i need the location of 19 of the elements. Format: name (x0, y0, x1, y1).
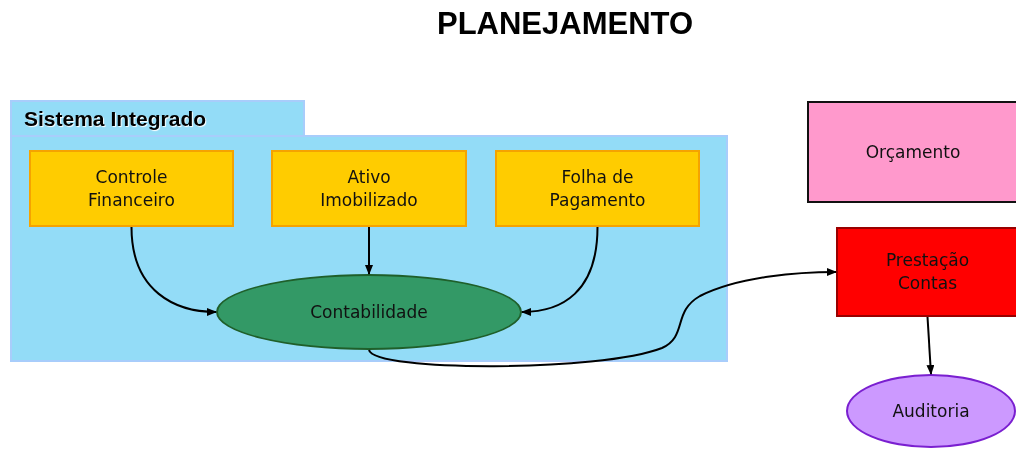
node-label: Auditoria (892, 399, 970, 423)
node-label: Prestação Contas (884, 249, 971, 295)
node-label: Orçamento (865, 140, 961, 164)
process-box (29, 150, 234, 227)
arrow (368, 268, 837, 368)
node-label: Controle Financeiro (87, 165, 176, 212)
node-label: Folha de Pagamento (548, 165, 647, 212)
arrow (130, 226, 217, 316)
process-box (836, 227, 1016, 317)
node-label: Contabilidade (310, 300, 428, 324)
diagram-title: PLANEJAMENTO (435, 6, 695, 42)
process-box (807, 101, 1016, 203)
arrow (365, 226, 373, 275)
process-box (495, 150, 700, 227)
group-heading: Sistema Integrado (10, 100, 305, 135)
arrow (521, 226, 599, 316)
arrow (926, 316, 935, 375)
process-box (271, 150, 467, 227)
node-label: Ativo Imobilizado (319, 165, 419, 212)
